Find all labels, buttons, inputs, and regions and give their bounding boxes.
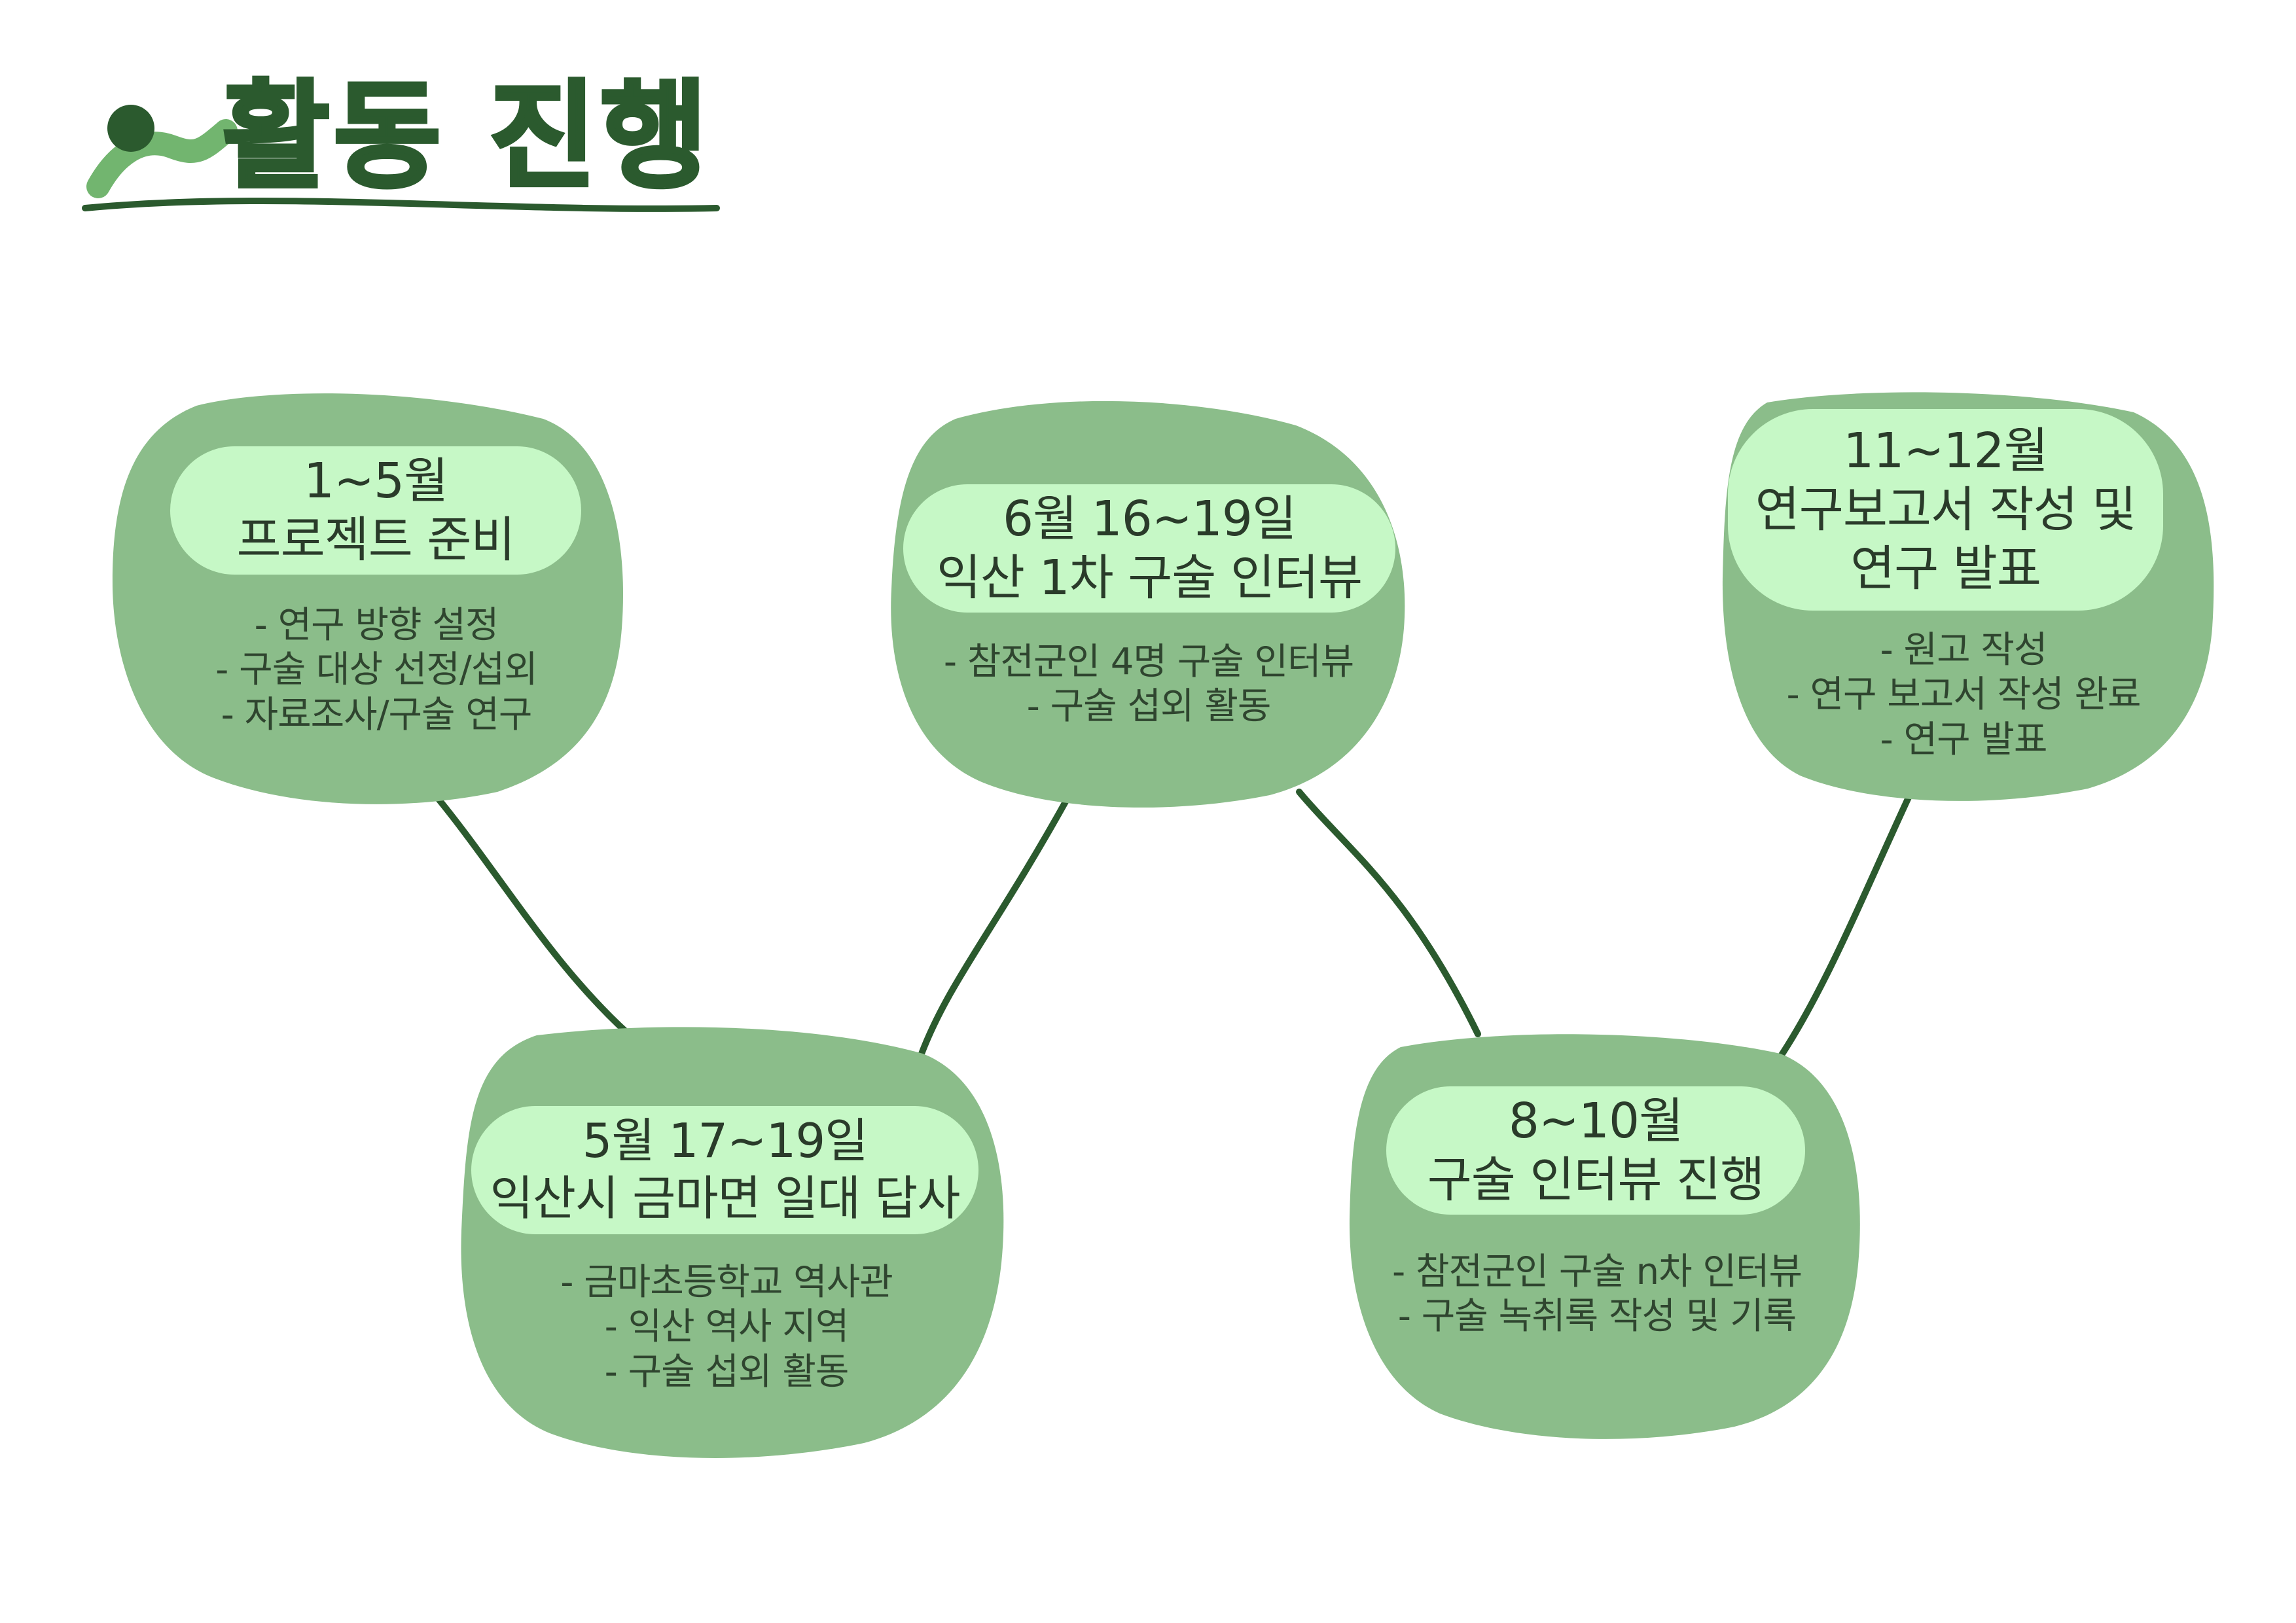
- node-2-date: 5월 17~19일: [582, 1113, 869, 1169]
- node-2-item: - 구술 섭외 활동: [604, 1350, 850, 1393]
- node-2-title: 익산시 금마면 일대 답사: [490, 1171, 960, 1226]
- node-3-title: 익산 1차 구술 인터뷰: [936, 550, 1363, 606]
- node-2-label: 5월 17~19일 익산시 금마면 일대 답사: [471, 1106, 978, 1234]
- node-5-item: - 원고 작성: [1880, 629, 2048, 671]
- node-pill-2: [471, 1106, 978, 1234]
- label-pills: [170, 409, 2163, 1234]
- node-pill-4: [1386, 1086, 1805, 1215]
- node-4-title: 구술 인터뷰 진행: [1427, 1152, 1765, 1208]
- node-1-title: 프로젝트 준비: [236, 512, 515, 568]
- connector-1-2: [432, 792, 630, 1036]
- node-1-label: 1~5월 프로젝트 준비: [170, 446, 581, 575]
- node-2-item: - 익산 역사 지역: [604, 1306, 850, 1349]
- connectors: [432, 789, 1914, 1062]
- node-4-item: - 참전군인 구술 n차 인터뷰: [1391, 1251, 1803, 1293]
- node-1-item: - 구술 대상 선정/섭외: [215, 649, 538, 692]
- title-dot: [107, 105, 154, 152]
- connector-2-3: [918, 794, 1071, 1057]
- node-5-label: 11~12월 연구보고서 작성 및 연구 발표: [1728, 409, 2163, 611]
- node-2-item: - 금마초등학교 역사관: [560, 1261, 893, 1304]
- title-underline: [82, 197, 720, 212]
- node-3-date: 6월 16~19일: [1002, 490, 1297, 547]
- node-4-item: - 구술 녹취록 작성 및 기록: [1397, 1295, 1797, 1338]
- node-1-item: - 자료조사/구술 연구: [221, 693, 533, 736]
- node-5-item: - 연구 발표: [1880, 718, 2048, 761]
- node-3-label: 6월 16~19일 익산 1차 구술 인터뷰: [903, 484, 1395, 613]
- node-4-items: - 참전군인 구술 n차 인터뷰 - 구술 녹취록 작성 및 기록: [1374, 1250, 1820, 1340]
- node-3-item: - 구술 섭외 활동: [1026, 685, 1272, 728]
- node-5-item: - 연구 보고서 작성 완료: [1786, 673, 2141, 717]
- connector-4-5: [1776, 789, 1914, 1062]
- node-4-date: 8~10월: [1508, 1092, 1683, 1149]
- node-3-item: - 참전군인 4명 구술 인터뷰: [943, 641, 1354, 683]
- node-5-date: 11~12월: [1843, 422, 2048, 479]
- node-5-items: - 원고 작성 - 연구 보고서 작성 완료 - 연구 발표: [1741, 628, 2186, 762]
- node-pill-3: [903, 484, 1395, 613]
- page-title: 활동 진행: [221, 69, 712, 204]
- node-pill-1: [170, 446, 581, 575]
- node-2-items: - 금마초등학교 역사관 - 익산 역사 지역 - 구술 섭외 활동: [497, 1260, 956, 1395]
- title-accent-light-swoosh: [86, 119, 238, 198]
- node-5-title: 연구보고서 작성 및: [1755, 481, 2137, 538]
- node-pill-5: [1728, 409, 2163, 611]
- node-3-items: - 참전군인 4명 구술 인터뷰 - 구술 섭외 활동: [916, 640, 1381, 730]
- title-decoration: [82, 105, 720, 212]
- node-1-date: 1~5월: [303, 452, 448, 509]
- node-1-items: - 연구 방향 설정 - 구술 대상 선정/섭외 - 자료조사/구술 연구: [183, 603, 569, 738]
- connector-3-4: [1296, 789, 1481, 1037]
- node-4-label: 8~10월 구술 인터뷰 진행: [1386, 1086, 1805, 1215]
- node-1-item: - 연구 방향 설정: [254, 604, 499, 647]
- node-5-title-cont: 연구 발표: [1850, 541, 2041, 597]
